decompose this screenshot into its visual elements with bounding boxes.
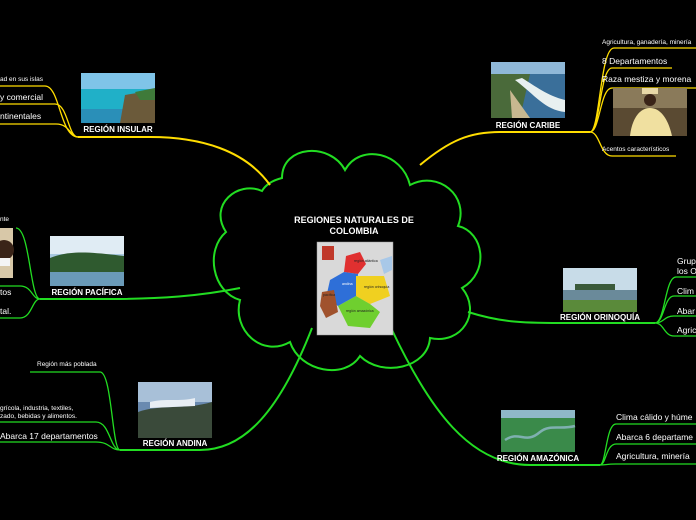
pacifica-item-3[interactable]: tal.: [0, 306, 12, 316]
andina-item-1[interactable]: Región más poblada: [37, 361, 97, 368]
caribe-item-3[interactable]: Raza mestiza y morena: [602, 74, 692, 84]
photo-orinoquia: [563, 268, 637, 312]
orinoquia-item-5[interactable]: Agric: [677, 325, 696, 335]
svg-text:andina: andina: [342, 282, 353, 286]
orinoquia-item-2[interactable]: los O: [677, 266, 696, 276]
caribe-item-2[interactable]: 8 Departamentos: [602, 56, 668, 66]
caribe-item-1[interactable]: Agricultura, ganadería, minería: [602, 39, 692, 46]
central-topic-title: REGIONES NATURALES DE COLOMBIA: [294, 215, 414, 236]
orinoquia-item-3[interactable]: Clim: [677, 286, 694, 296]
svg-text:región orinoquía: región orinoquía: [364, 285, 389, 289]
amazonica-item-2[interactable]: Abarca 6 departame: [616, 432, 694, 442]
svg-text:región atlántica: región atlántica: [354, 259, 378, 263]
region-insular-title[interactable]: REGIÓN INSULAR: [83, 125, 153, 134]
green-connectors: [40, 287, 655, 466]
andina-item-3[interactable]: zado, bebidas y alimentos.: [0, 413, 77, 420]
caribe-item-4[interactable]: Acentos característicos: [602, 146, 670, 153]
insular-item-3[interactable]: ntinentales: [0, 111, 42, 121]
photo-amazonica: [501, 410, 576, 452]
pacifica-item-2[interactable]: tos: [0, 287, 12, 297]
region-caribe-title[interactable]: REGIÓN CARIBE: [495, 121, 561, 130]
photo-insular: [81, 73, 155, 123]
photo-caribe-woman: [613, 88, 687, 136]
orinoquia-item-4[interactable]: Abar: [677, 306, 695, 316]
amazonica-item-3[interactable]: Agricultura, minería: [616, 451, 690, 461]
region-orinoquia-title[interactable]: REGIÓN ORINOQUÍA: [559, 313, 640, 322]
region-pacifica-title[interactable]: REGIÓN PACÍFICA: [51, 288, 123, 297]
region-andina-title[interactable]: REGIÓN ANDINA: [142, 439, 208, 448]
pacifica-item-1[interactable]: nte: [0, 216, 10, 223]
orinoquia-item-1[interactable]: Grup: [677, 256, 696, 266]
region-amazonica-title[interactable]: REGIÓN AMAZÓNICA: [496, 454, 580, 463]
andina-item-2[interactable]: grícola, industria, textiles,: [0, 405, 74, 412]
photo-pacifica: [50, 236, 124, 286]
amazonica-item-1[interactable]: Clima cálido y húme: [616, 412, 693, 422]
yellow-branches: [0, 47, 696, 157]
svg-text:pacífica: pacífica: [323, 293, 335, 297]
andina-item-4[interactable]: Abarca 17 departamentos: [0, 431, 98, 441]
svg-text:región amazónica: región amazónica: [346, 309, 374, 313]
colombia-map: región atlántica andina región orinoquía…: [316, 241, 394, 336]
insular-item-1[interactable]: ad en sus islas: [0, 76, 43, 83]
insular-item-2[interactable]: y comercial: [0, 92, 43, 102]
photo-caribe: [491, 62, 565, 118]
photo-pacifica-person: [0, 228, 14, 278]
yellow-connectors: [78, 131, 590, 186]
green-branches: [0, 227, 696, 466]
photo-andina: [138, 382, 212, 438]
